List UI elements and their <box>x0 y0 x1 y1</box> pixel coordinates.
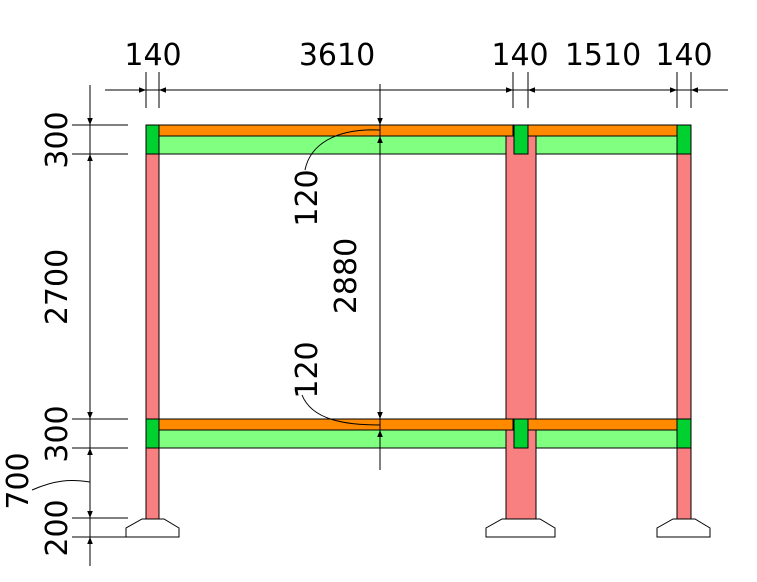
inner-vertical-dimension: 120 2880 120 <box>290 84 383 470</box>
footing-middle <box>485 518 556 538</box>
column-right <box>676 125 692 523</box>
leader-700 <box>31 480 91 491</box>
dim-v-clear-height: 2700 <box>40 249 75 325</box>
leader-top-120 <box>304 129 381 171</box>
dim-h-col-right: 140 <box>655 38 712 73</box>
leader-bottom-120 <box>301 394 381 426</box>
structure <box>125 124 711 538</box>
dim-h-col-middle: 140 <box>491 38 548 73</box>
dim-inner-clear-height: 2880 <box>329 238 364 314</box>
footing-right <box>656 518 711 538</box>
joint-bottom-right <box>676 418 692 449</box>
column-middle <box>505 135 537 523</box>
horizontal-dimension-chain: 140 3610 140 1510 140 <box>105 38 728 108</box>
dim-h-col-left: 140 <box>124 38 181 73</box>
bottom-beam-flange-right <box>527 418 678 431</box>
joint-top-middle <box>513 124 529 155</box>
left-vertical-dimension-chain: 300 2700 300 200 200 700 <box>1 85 128 566</box>
dim-v-column-base: 200 <box>40 499 75 556</box>
top-beam-flange-right <box>527 124 678 137</box>
dim-h-span-left: 3610 <box>299 38 375 73</box>
joint-top-right <box>676 124 692 155</box>
dim-inner-top-flange: 120 <box>290 169 325 226</box>
footing-left <box>125 518 180 538</box>
top-beam-flange-left <box>158 124 514 137</box>
dim-inner-bottom-flange: 120 <box>290 341 325 398</box>
column-left <box>145 125 160 523</box>
dim-h-span-right: 1510 <box>565 38 641 73</box>
dim-v-top-beam: 300 <box>40 111 75 168</box>
dim-v-lower-height: 700 <box>1 452 36 509</box>
joint-top-left <box>145 124 160 155</box>
dim-v-bottom-beam: 300 <box>40 405 75 462</box>
joint-bottom-middle <box>513 418 529 449</box>
joint-bottom-left <box>145 418 160 449</box>
